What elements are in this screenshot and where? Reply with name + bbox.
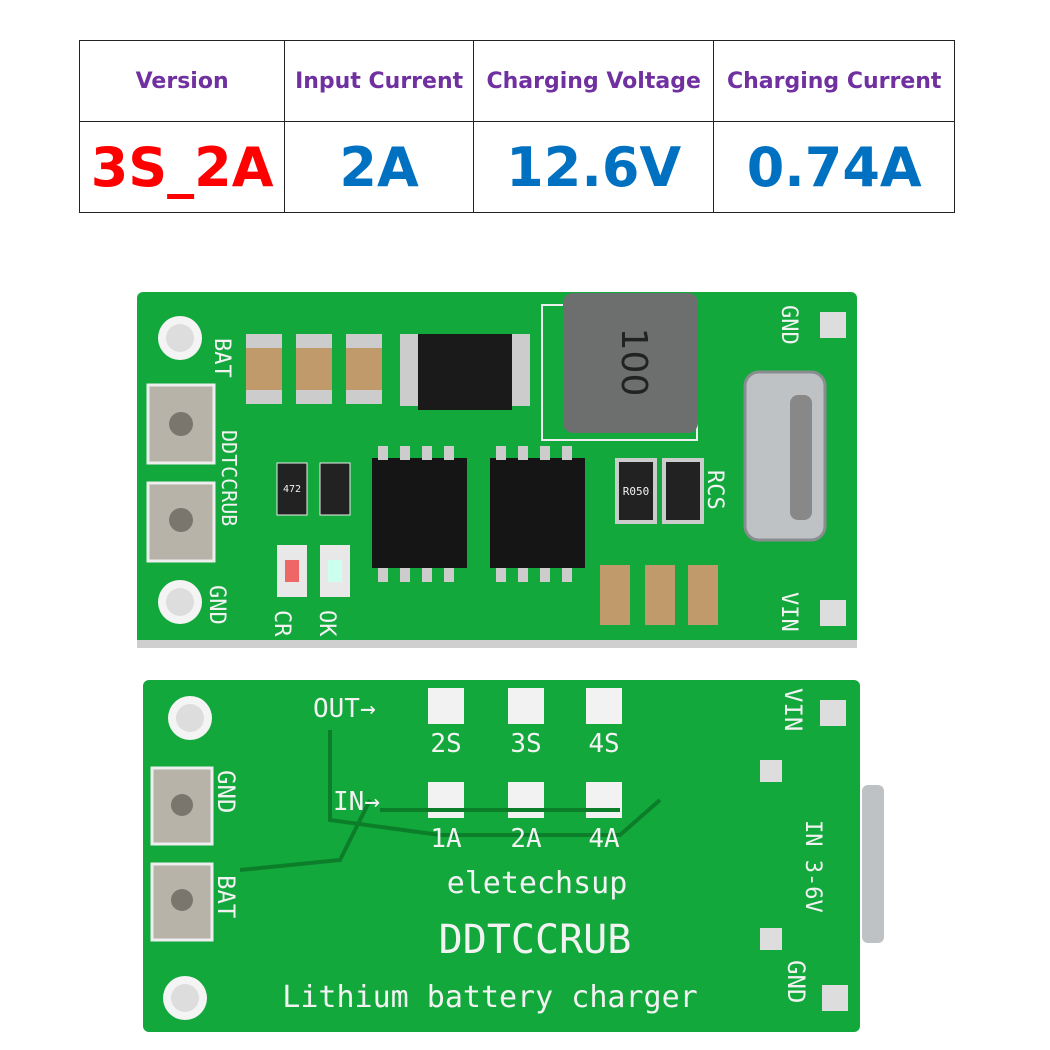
in-option-4a: 4A [588,824,620,854]
bottom-gnd-left-label: GND [212,770,240,813]
top-gnd-right-label: GND [776,305,801,345]
out-label: OUT→ [313,694,376,724]
cr-led-label: CR [269,610,294,637]
out-option-4s: 4S [588,729,619,759]
top-board: 100 472 R050 BAT DDTCCRUB GND CR OK RCS … [137,292,857,648]
bottom-model-label: DDTCCRUB [439,917,632,963]
header-input-current: Input Current [284,40,474,122]
top-gnd-left-label: GND [204,585,229,625]
ok-led-label: OK [314,610,339,637]
in-label: IN→ [333,787,380,817]
top-model-label: DDTCCRUB [217,430,241,526]
top-bat-label: BAT [209,338,234,378]
bottom-gnd-right-label: GND [782,960,810,1003]
out-option-3s: 3S [510,729,541,759]
inductor-label: 100 [613,328,654,397]
in-option-2a: 2A [510,824,542,854]
rcs-label: RCS [702,470,727,510]
value-version: 3S_2A [78,121,286,213]
spec-table: Version Input Current Charging Voltage C… [78,40,955,213]
brand-label: eletechsup [447,866,628,901]
value-input-current: 2A [284,121,474,213]
input-voltage-label: IN 3-6V [800,820,825,913]
bottom-vin-label: VIN [779,688,807,731]
value-charging-voltage: 12.6V [472,121,715,213]
header-version: Version [78,40,286,122]
out-option-2s: 2S [430,729,461,759]
bottom-board: OUT→ 2S 3S 4S IN→ 1A 2A 4A eletechsup DD… [143,680,884,1032]
header-charging-voltage: Charging Voltage [472,40,715,122]
top-vin-label: VIN [776,592,801,632]
in-option-1a: 1A [430,824,462,854]
value-charging-current: 0.74A [713,121,955,213]
sense-resistor-label: R050 [623,485,650,498]
bottom-bat-label: BAT [212,875,240,918]
resistor-label: 472 [283,484,301,495]
description-label: Lithium battery charger [282,980,697,1015]
spec-value-row: 3S_2A 2A 12.6V 0.74A [78,121,955,213]
